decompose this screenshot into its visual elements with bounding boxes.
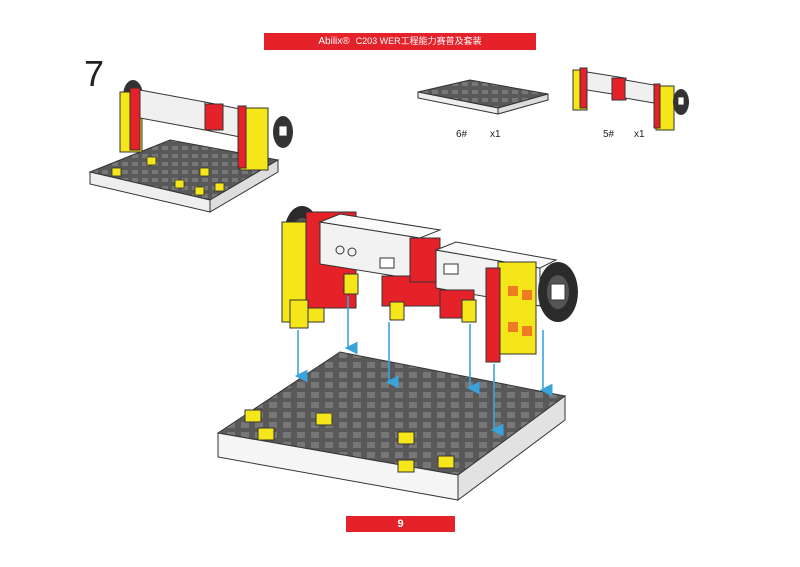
yellow-brick (244, 409, 262, 423)
yellow-brick (397, 459, 415, 473)
preview-completed-assembly (88, 80, 293, 213)
brand-name: Abilix® (318, 36, 350, 47)
step-number: 7 (84, 53, 105, 94)
yellow-brick (437, 455, 455, 469)
page-number-bar: 9 (346, 516, 455, 532)
part-qty-label: x1 (634, 129, 645, 140)
part-6-grid-plate (417, 79, 549, 115)
page-number: 9 (397, 518, 404, 530)
kit-title: C203 WER工程能力赛普及套装 (355, 36, 482, 46)
part-code-label: 5# (603, 129, 615, 140)
part-5-subassembly (572, 67, 689, 131)
header-title-bar: Abilix® C203 WER工程能力赛普及套装 (264, 33, 536, 50)
yellow-brick (397, 431, 415, 445)
main-assembly-frame (281, 206, 578, 363)
main-assembly-base-plate (216, 351, 567, 501)
part-qty-label: x1 (490, 129, 501, 140)
yellow-brick (257, 427, 275, 441)
part-code-label: 6# (456, 129, 468, 140)
yellow-brick (315, 412, 333, 426)
assembly-arrows (294, 296, 553, 437)
